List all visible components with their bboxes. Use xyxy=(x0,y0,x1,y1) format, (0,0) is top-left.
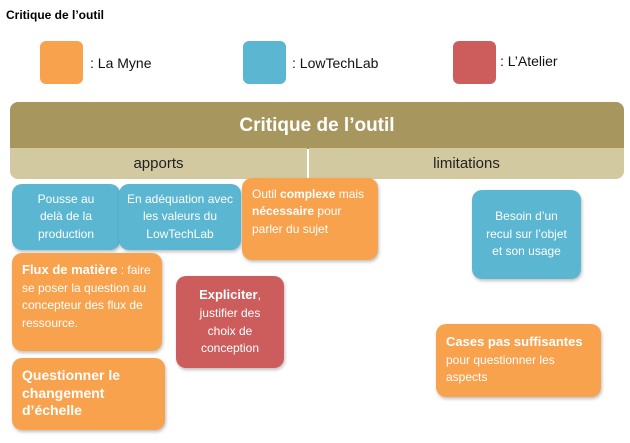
card-besoin-recul: Besoin d’un recul sur l’objet et son usa… xyxy=(472,190,581,279)
legend-swatch-latelier xyxy=(453,41,496,84)
card-pousse-production: Pousse au delà de la production xyxy=(12,184,120,250)
legend-label-lowtechlab: : LowTechLab xyxy=(292,55,379,71)
card-flux-matiere: Flux de matière : faire se poser la ques… xyxy=(12,253,162,351)
cases-text: pour questionner les aspects xyxy=(446,352,555,385)
flux-text: : faire se poser la question au concepte… xyxy=(22,263,151,330)
outil-text-c: mais xyxy=(335,187,365,201)
card-cases-suffisantes: Cases pas suffisantes pour questionner l… xyxy=(436,324,601,397)
column-header-apports: apports xyxy=(10,148,307,179)
expliciter-title: Expliciter xyxy=(199,287,258,303)
outil-text-necessaire: nécessaire xyxy=(252,204,315,219)
echelle-text: Questionner le changement d’échelle xyxy=(22,367,121,418)
outil-text-a: Outil xyxy=(252,187,281,201)
page-title: Critique de l’outil xyxy=(6,8,104,22)
card-outil-complexe: Outil complexe mais nécessaire pour parl… xyxy=(242,178,378,260)
expliciter-text: , justifier des choix de conception xyxy=(199,288,261,356)
cases-title: Cases pas suffisantes xyxy=(446,334,583,349)
flux-title: Flux de matière xyxy=(22,262,118,277)
legend-label-la-myne: : La Myne xyxy=(90,55,152,71)
diagram-header: Critique de l’outil xyxy=(10,102,624,149)
outil-text-e: pour parler du sujet xyxy=(252,204,342,236)
card-changement-echelle: Questionner le changement d’échelle xyxy=(12,358,165,430)
legend-swatch-la-myne xyxy=(40,41,83,84)
legend-swatch-lowtechlab xyxy=(243,41,286,84)
legend-label-latelier: : L’Atelier xyxy=(500,53,558,69)
column-header-limitations: limitations xyxy=(309,148,624,179)
card-expliciter: Expliciter, justifier des choix de conce… xyxy=(176,276,284,368)
card-adequation-valeurs: En adéquation avec les valeurs du LowTec… xyxy=(119,184,241,250)
outil-text-complexe: complexe xyxy=(280,187,336,201)
